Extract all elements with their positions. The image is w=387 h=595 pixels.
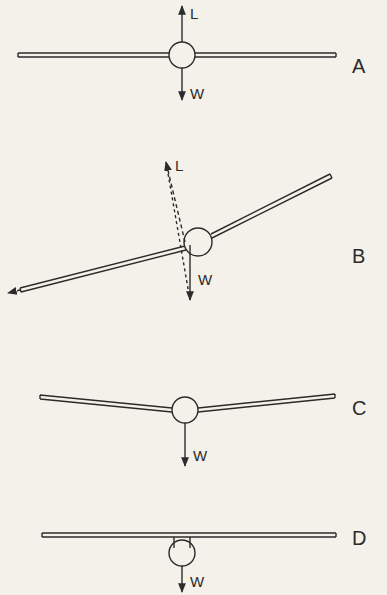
force-label: W: [190, 86, 204, 101]
figure-letter: B: [352, 246, 365, 266]
figure-a: [18, 6, 336, 100]
force-label: L: [175, 158, 183, 173]
figure-c: [40, 394, 335, 466]
figure-b: [8, 162, 332, 300]
force-label: L: [190, 6, 198, 21]
force-label: W: [190, 574, 204, 589]
figure-letter: D: [352, 528, 366, 548]
force-label: W: [198, 272, 212, 287]
figure-d: [42, 533, 336, 592]
figure-letter: A: [352, 56, 365, 76]
force-label: W: [193, 448, 207, 463]
figure-letter: C: [352, 398, 366, 418]
